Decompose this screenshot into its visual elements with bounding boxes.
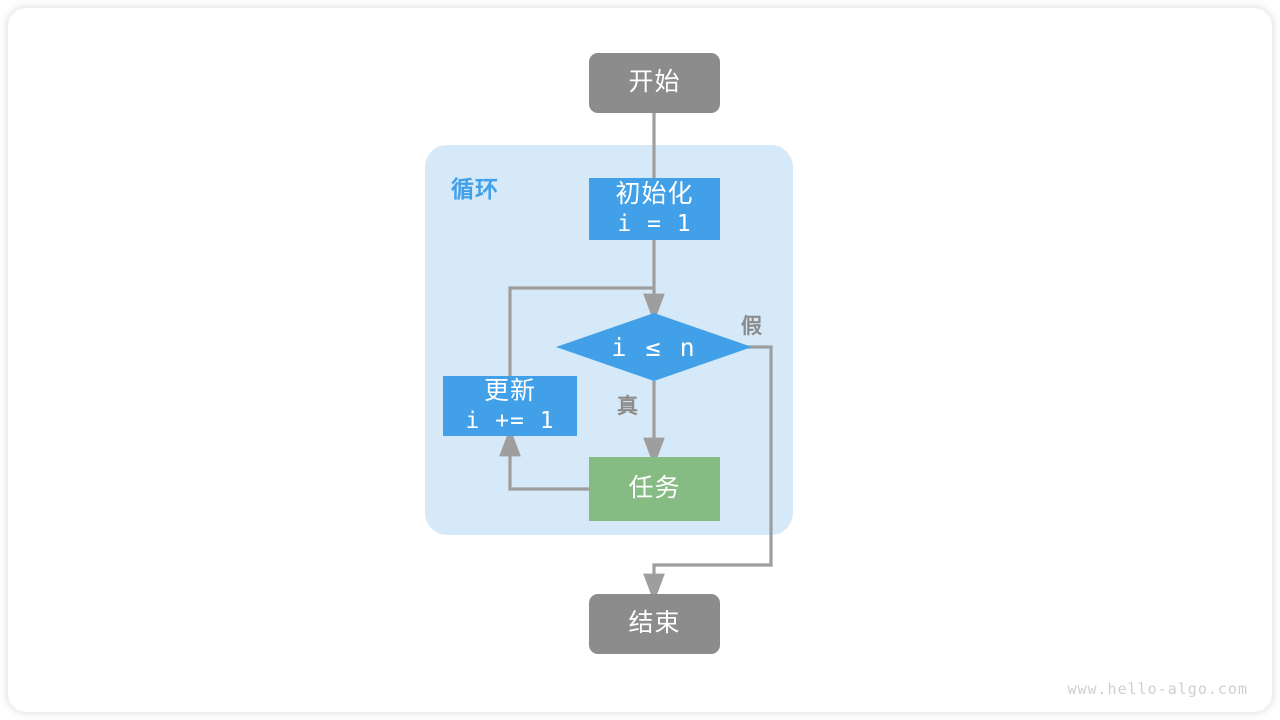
loop-container-label: 循环	[451, 176, 499, 202]
node-init-label: 初始化	[615, 180, 694, 209]
node-end-label: 结束	[628, 609, 681, 638]
edge-update-to-condition	[508, 286, 654, 376]
edge-task-to-update	[499, 427, 589, 491]
node-condition-expression: i ≤ n	[611, 332, 697, 362]
diamond-shape	[556, 313, 752, 381]
node-update[interactable]: 更新 i += 1	[443, 376, 577, 436]
node-update-expression: i += 1	[465, 407, 555, 434]
node-start[interactable]: 开始	[589, 53, 720, 113]
node-init[interactable]: 初始化 i = 1	[589, 178, 720, 240]
node-condition[interactable]: i ≤ n	[556, 313, 752, 381]
node-update-label: 更新	[483, 377, 536, 406]
node-task-label: 任务	[628, 474, 681, 503]
edge-label-false: 假	[741, 315, 762, 338]
edge-condition-false-to-end	[643, 345, 773, 603]
node-task[interactable]: 任务	[589, 457, 720, 521]
watermark: www.hello-algo.com	[1067, 680, 1248, 698]
edge-label-true: 真	[617, 395, 638, 418]
node-start-label: 开始	[628, 68, 681, 97]
node-end[interactable]: 结束	[589, 594, 720, 654]
node-init-expression: i = 1	[617, 210, 692, 237]
